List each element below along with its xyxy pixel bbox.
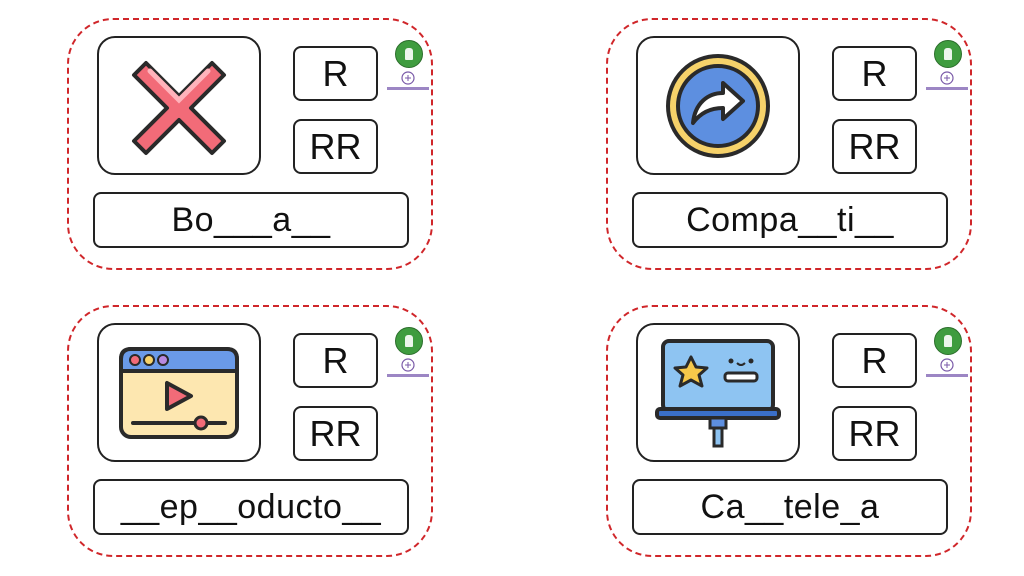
picture-frame bbox=[97, 36, 261, 175]
picture-frame bbox=[636, 36, 800, 175]
option-rr-button[interactable]: RR bbox=[832, 406, 917, 461]
picture-frame bbox=[636, 323, 800, 462]
author-mark-icon bbox=[926, 71, 968, 90]
card-reproductor: R RR __ep__oducto__ bbox=[67, 305, 433, 557]
word-blanks: Ca__tele_a bbox=[632, 479, 948, 535]
card-cartelera: R RR Ca__tele_a bbox=[606, 305, 972, 557]
option-rr-button[interactable]: RR bbox=[293, 119, 378, 174]
green-logo-icon bbox=[395, 327, 423, 355]
author-mark-icon bbox=[387, 358, 429, 377]
picture-frame bbox=[97, 323, 261, 462]
option-rr-button[interactable]: RR bbox=[832, 119, 917, 174]
option-r-button[interactable]: R bbox=[832, 333, 917, 388]
option-rr-button[interactable]: RR bbox=[293, 406, 378, 461]
green-logo-icon bbox=[395, 40, 423, 68]
green-logo-icon bbox=[934, 327, 962, 355]
word-blanks: Bo___a__ bbox=[93, 192, 409, 248]
author-mark-icon bbox=[387, 71, 429, 90]
green-logo-icon bbox=[934, 40, 962, 68]
option-r-button[interactable]: R bbox=[293, 46, 378, 101]
share-arrow-icon bbox=[666, 53, 770, 158]
word-blanks: __ep__oducto__ bbox=[93, 479, 409, 535]
option-r-button[interactable]: R bbox=[293, 333, 378, 388]
card-borrar: R RR Bo___a__ bbox=[67, 18, 433, 270]
video-player-icon bbox=[119, 346, 239, 439]
author-mark-icon bbox=[926, 358, 968, 377]
word-blanks: Compa__ti__ bbox=[632, 192, 948, 248]
card-compartir: R RR Compa__ti__ bbox=[606, 18, 972, 270]
x-cross-icon bbox=[132, 60, 226, 155]
billboard-icon bbox=[655, 338, 781, 447]
option-r-button[interactable]: R bbox=[832, 46, 917, 101]
